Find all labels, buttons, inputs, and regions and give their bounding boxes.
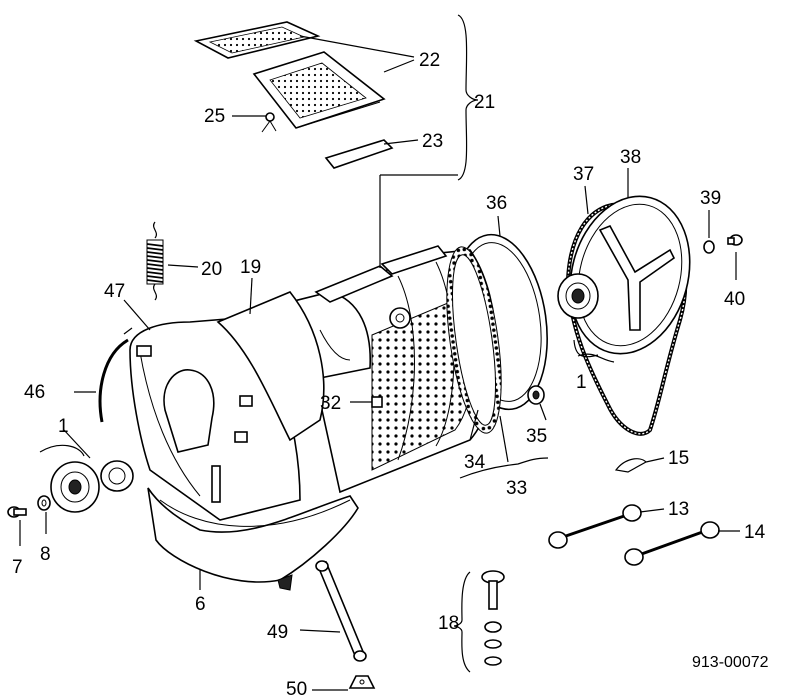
leader-lines <box>19 35 740 691</box>
base-tub-part <box>147 487 359 591</box>
bearing-flange-part <box>50 460 134 513</box>
drawing-number: 913-00072 <box>692 654 769 671</box>
top-lid-part <box>193 21 386 129</box>
callout-33: 33 <box>506 478 527 499</box>
callout-37: 37 <box>573 164 594 185</box>
shock-absorber-part <box>315 560 367 662</box>
callout-46: 46 <box>24 382 45 403</box>
callout-13: 13 <box>668 499 689 520</box>
callout-labels: 22 21 25 23 20 19 47 46 1 7 8 6 32 36 37… <box>12 50 769 700</box>
front-housing-part <box>129 291 325 521</box>
callout-39: 39 <box>700 188 721 209</box>
tie-rod-14-part <box>624 521 720 566</box>
callout-1-right: 1 <box>576 372 587 393</box>
tie-rod-13-part <box>548 504 642 549</box>
callout-22: 22 <box>419 50 440 71</box>
mounting-bracket-part <box>348 675 376 689</box>
callout-50: 50 <box>286 679 307 700</box>
braces <box>39 14 615 673</box>
washer-part <box>37 495 51 511</box>
callout-32: 32 <box>320 393 341 414</box>
callout-15: 15 <box>668 448 689 469</box>
callout-6: 6 <box>195 594 206 615</box>
lid-bar-part <box>324 139 394 169</box>
callout-25: 25 <box>204 106 225 127</box>
callout-7: 7 <box>12 557 23 578</box>
callout-14: 14 <box>744 522 766 543</box>
drum-pulley-part <box>557 195 691 355</box>
callout-34: 34 <box>464 452 486 473</box>
plunger-assembly-part <box>481 570 505 666</box>
hinge-pin-part <box>261 112 277 133</box>
callout-20: 20 <box>201 259 222 280</box>
callout-35: 35 <box>526 426 547 447</box>
bolt-part <box>727 234 743 246</box>
callout-21: 21 <box>474 92 495 113</box>
callout-18: 18 <box>438 613 459 634</box>
retaining-clip-part <box>98 327 133 423</box>
callout-47: 47 <box>104 281 125 302</box>
callout-8: 8 <box>40 544 51 565</box>
callout-23: 23 <box>422 131 443 152</box>
nut-part <box>703 240 715 254</box>
spring-part <box>146 221 164 301</box>
drain-fitting-part <box>527 385 545 405</box>
callout-40: 40 <box>724 289 745 310</box>
callout-49: 49 <box>267 622 288 643</box>
callout-38: 38 <box>620 147 641 168</box>
callout-1-left: 1 <box>58 416 69 437</box>
callout-19: 19 <box>240 257 261 278</box>
screw-part <box>7 506 27 518</box>
spring-clip-part <box>614 458 647 473</box>
callout-36: 36 <box>486 193 507 214</box>
